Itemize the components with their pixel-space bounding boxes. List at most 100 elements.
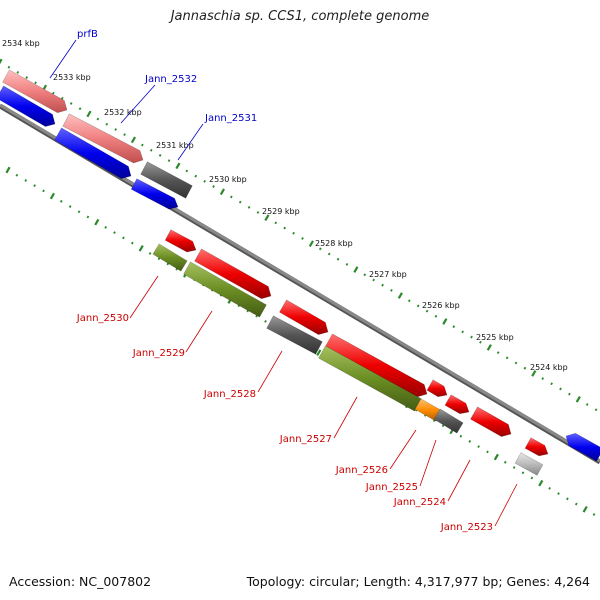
bottom-gene-label[interactable]: Jann_2527 xyxy=(279,434,332,445)
top-gene-label[interactable]: Jann_2532 xyxy=(144,74,197,85)
bottom-gene-label[interactable]: Jann_2528 xyxy=(203,389,256,400)
top-gene-label[interactable]: prfB xyxy=(77,29,98,40)
gene-Jann_2529[interactable] xyxy=(183,261,267,318)
inner-tick-mark xyxy=(130,241,134,245)
inner-tick-mark xyxy=(557,492,560,496)
outer-tick-mark xyxy=(541,377,545,380)
kbp-label: 2529 kbp xyxy=(262,207,300,216)
gene-Jann_2527[interactable] xyxy=(318,345,422,412)
kbp-label: 2524 kbp xyxy=(530,363,568,372)
inner-tick-mark xyxy=(148,252,152,255)
gene-prfB[interactable] xyxy=(2,69,68,114)
outer-tick-mark xyxy=(318,247,322,251)
gene-layer xyxy=(0,69,600,476)
outer-tick-mark xyxy=(123,133,126,137)
inner-tick-mark xyxy=(486,450,489,454)
bottom-gene-label[interactable]: Jann_2524 xyxy=(393,497,446,508)
outer-tick-mark xyxy=(496,351,500,355)
outer-tick-mark xyxy=(336,257,340,261)
outer-tick-mark xyxy=(353,266,359,273)
outer-tick-mark xyxy=(283,226,287,230)
gene-blue-right[interactable] xyxy=(565,432,600,462)
outer-tick-mark xyxy=(372,278,376,282)
top-gene-label[interactable]: Jann_2531 xyxy=(204,113,257,124)
inner-tick-mark xyxy=(468,440,472,443)
bottom-gene-label[interactable]: Jann_2526 xyxy=(335,465,388,476)
bottom-label-leader xyxy=(419,439,437,487)
gene-Jann_2532[interactable] xyxy=(62,113,144,164)
outer-tick-mark xyxy=(416,304,420,308)
outer-tick-mark xyxy=(550,382,553,386)
gene-Jann_2531[interactable] xyxy=(140,161,193,199)
inner-tick-mark xyxy=(5,166,11,174)
gene-red-7[interactable] xyxy=(524,437,549,457)
inner-tick-mark xyxy=(503,460,507,464)
outer-tick-mark xyxy=(397,292,403,299)
inner-tick-mark xyxy=(459,434,463,438)
gene-Jann_2532-blue[interactable] xyxy=(54,127,132,179)
gene-Jann_2530[interactable] xyxy=(152,243,188,272)
outer-tick-mark xyxy=(470,335,473,339)
kbp-label: 2526 kbp xyxy=(422,301,460,310)
gene-Jann_2531-blue[interactable] xyxy=(130,178,179,210)
outer-tick-mark xyxy=(452,325,456,329)
kbp-label: 2528 kbp xyxy=(315,239,353,248)
inner-tick-mark xyxy=(86,215,90,219)
gene-red-2[interactable] xyxy=(194,248,272,300)
genome-title: Jannaschia sp. CCS1, complete genome xyxy=(170,9,430,24)
outer-tick-mark xyxy=(594,408,598,412)
outer-tick-mark xyxy=(158,154,162,157)
gene-Jann_2526[interactable] xyxy=(414,398,443,422)
outer-tick-mark xyxy=(78,107,82,111)
gene-Jann_2525[interactable] xyxy=(433,408,464,434)
inner-tick-mark xyxy=(15,173,19,177)
gene-Jann_2523[interactable] xyxy=(514,452,544,476)
outer-tick-mark xyxy=(425,309,429,313)
outer-tick-mark xyxy=(130,136,137,144)
bottom-label-leader xyxy=(257,350,283,393)
kbp-label: 2534 kbp xyxy=(2,39,40,48)
bottom-gene-label[interactable]: Jann_2529 xyxy=(132,348,185,359)
inner-tick-mark xyxy=(521,471,525,475)
inner-tick-mark xyxy=(493,453,499,461)
genome-stats-text: Topology: circular; Length: 4,317,977 bp… xyxy=(246,574,590,589)
gene-red-3[interactable] xyxy=(279,299,329,335)
gene-red-5[interactable] xyxy=(426,379,448,398)
outer-tick-mark xyxy=(274,221,278,225)
outer-tick-mark xyxy=(7,65,11,69)
outer-tick-mark xyxy=(479,340,482,344)
inner-tick-mark xyxy=(548,486,551,490)
outer-tick-mark xyxy=(292,231,295,235)
inner-tick-mark xyxy=(592,513,596,516)
bottom-gene-label[interactable]: Jann_2530 xyxy=(76,313,129,324)
kbp-label: 2527 kbp xyxy=(369,270,407,279)
gene-Jann_2527-red[interactable] xyxy=(325,333,428,398)
inner-tick-mark xyxy=(113,231,116,235)
outer-tick-mark xyxy=(301,237,304,240)
outer-tick-mark xyxy=(434,314,438,318)
bottom-gene-label[interactable]: Jann_2523 xyxy=(440,522,493,533)
outer-tick-mark xyxy=(60,96,64,100)
inner-tick-mark xyxy=(512,466,516,469)
inner-tick-mark xyxy=(441,424,445,428)
inner-tick-mark xyxy=(138,244,144,252)
gene-red-6[interactable] xyxy=(444,394,470,415)
gene-blue-left[interactable] xyxy=(0,85,56,127)
kbp-label: 2531 kbp xyxy=(156,141,194,150)
outer-tick-mark xyxy=(514,361,518,365)
bottom-gene-label[interactable]: Jann_2525 xyxy=(365,482,418,493)
outer-tick-mark xyxy=(229,195,233,199)
gene-Jann_2528[interactable] xyxy=(266,315,323,355)
gene-red-1[interactable] xyxy=(164,229,197,253)
outer-tick-mark xyxy=(559,387,562,391)
outer-tick-mark xyxy=(505,356,509,360)
inner-tick-mark xyxy=(59,199,63,203)
kbp-label: 2532 kbp xyxy=(104,108,142,117)
outer-tick-mark xyxy=(212,185,215,188)
outer-tick-mark xyxy=(52,91,55,95)
inner-tick-mark xyxy=(566,497,569,501)
gene-Jann_2524[interactable] xyxy=(470,406,512,437)
inner-tick-mark xyxy=(538,479,544,487)
bottom-label-leader xyxy=(185,310,213,353)
inner-tick-mark xyxy=(68,205,72,208)
